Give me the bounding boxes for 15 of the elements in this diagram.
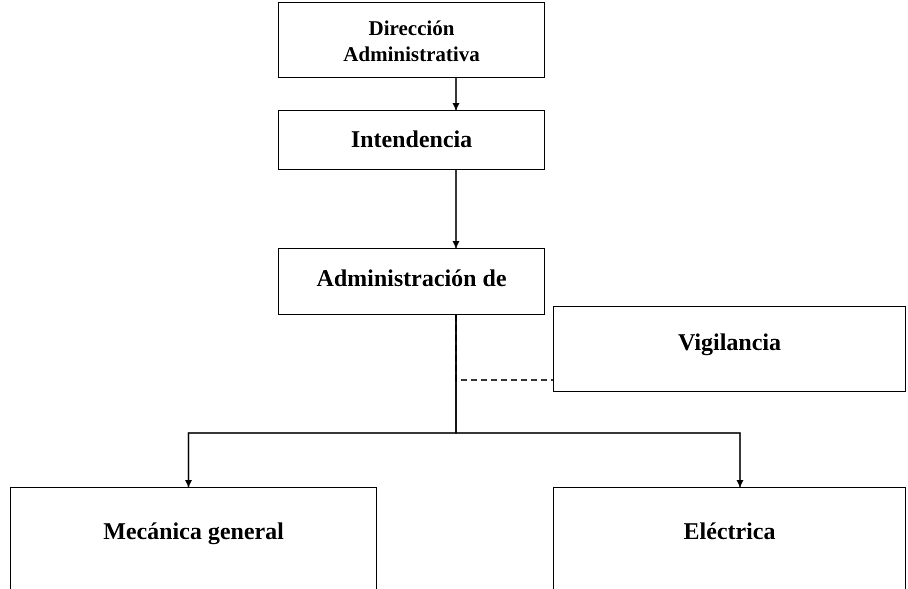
box-label: Vigilancia — [678, 329, 782, 358]
org-box — [278, 110, 545, 170]
box-label: Mecánica general — [103, 518, 284, 547]
box-label: Eléctrica — [684, 518, 776, 547]
org-box — [278, 248, 545, 315]
org-box — [278, 2, 545, 78]
arrow — [455, 315, 744, 487]
arrow — [452, 78, 460, 110]
box-label: Dirección Administrativa — [342, 15, 481, 68]
box-label: Intendencia — [350, 126, 472, 155]
org-box — [10, 487, 377, 589]
arrow — [452, 170, 460, 248]
box-label: Administración de — [316, 265, 506, 294]
org-box — [553, 306, 906, 392]
org-box — [553, 487, 906, 589]
